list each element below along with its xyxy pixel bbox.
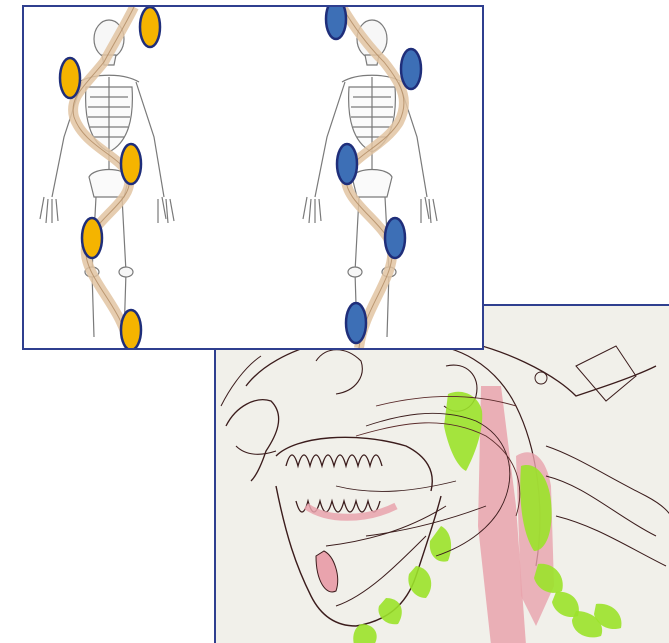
- skull-tracing-drawing: [216, 306, 669, 643]
- left-marker-2: [60, 58, 80, 98]
- skeleton-comparison-illustration: [24, 7, 482, 348]
- skeleton-spiral-panel: [22, 5, 484, 350]
- right-marker-3: [337, 144, 357, 184]
- right-marker-2: [401, 49, 421, 89]
- cephalometric-tracing-panel: [214, 304, 669, 643]
- left-marker-3: [121, 144, 141, 184]
- left-marker-4: [82, 218, 102, 258]
- right-marker-4: [385, 218, 405, 258]
- left-marker-5: [121, 310, 141, 348]
- right-marker-1: [326, 7, 346, 39]
- right-marker-5: [346, 303, 366, 343]
- left-marker-1: [140, 7, 160, 47]
